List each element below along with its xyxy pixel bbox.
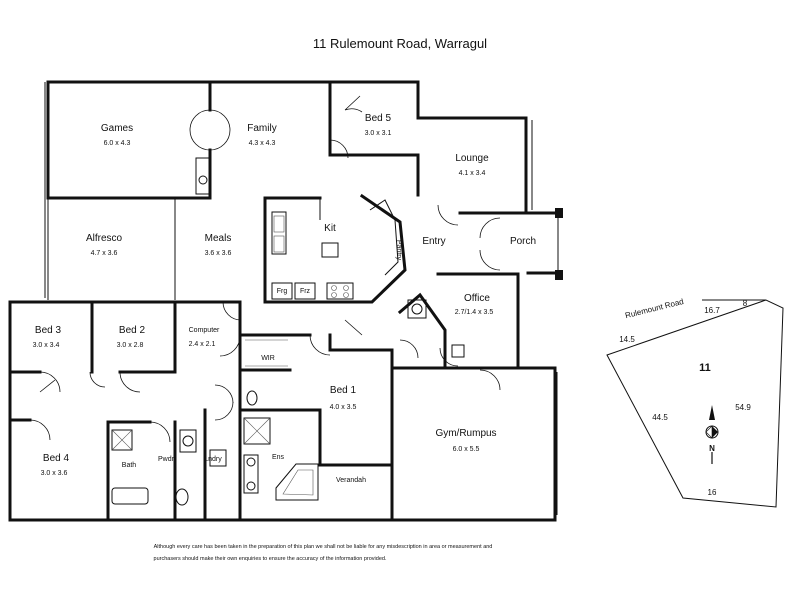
room-bed2-dim: 3.0 x 2.8	[117, 342, 144, 349]
site-plan: Rulemount Road 14.5 16.7 8 11 44.5 54.9 …	[606, 297, 784, 508]
room-meals-dim: 3.6 x 3.6	[205, 250, 232, 257]
site-boundary	[606, 299, 784, 508]
room-family-name: Family	[247, 123, 276, 134]
room-alfresco-dim: 4.7 x 3.6	[91, 250, 118, 257]
room-meals-name: Meals	[205, 233, 232, 244]
room-computer-name: Computer	[189, 327, 220, 334]
room-games-name: Games	[101, 123, 133, 134]
room-kit-name: Kit	[324, 223, 336, 234]
disclaimer-line-2: purchasers should make their own enquiri…	[154, 556, 387, 562]
room-ens-name: Ens	[272, 454, 285, 461]
room-gym-dim: 6.0 x 5.5	[453, 446, 480, 453]
room-games-dim: 6.0 x 4.3	[104, 140, 131, 147]
fridge-label: Frg	[277, 288, 288, 295]
room-pwdr-name: Pwdr	[158, 456, 175, 463]
room-office-dim: 2.7/1.4 x 3.5	[455, 309, 494, 316]
room-porch-name: Porch	[510, 236, 536, 247]
north-label: N	[709, 444, 715, 453]
site-top-right-length: 8	[743, 299, 748, 308]
site-right-length: 54.9	[735, 403, 751, 412]
room-bed3-name: Bed 3	[35, 325, 62, 336]
room-labels: Games 6.0 x 4.3 Family 4.3 x 4.3 Bed 5 3…	[33, 113, 536, 484]
door-swings	[29, 95, 501, 443]
site-left-length: 44.5	[652, 413, 668, 422]
room-office-name: Office	[464, 293, 490, 304]
room-bed5-name: Bed 5	[365, 113, 392, 124]
room-family-dim: 4.3 x 4.3	[249, 140, 276, 147]
room-bath-name: Bath	[122, 462, 137, 469]
room-wir-name: WIR	[261, 355, 275, 362]
room-gym-name: Gym/Rumpus	[435, 428, 496, 439]
north-arrow-icon	[705, 405, 719, 464]
room-lounge-name: Lounge	[455, 153, 489, 164]
room-bed4-dim: 3.0 x 3.6	[41, 470, 68, 477]
disclaimer-line-1: Although every care has been taken in th…	[154, 544, 493, 550]
site-bottom-length: 16	[708, 488, 717, 497]
thin-lines	[44, 82, 563, 515]
room-bed1-dim: 4.0 x 3.5	[330, 404, 357, 411]
room-entry-name: Entry	[422, 236, 445, 247]
site-lot-number: 11	[699, 362, 711, 374]
room-bed1-name: Bed 1	[330, 385, 357, 396]
room-pantry-name: Pantry	[395, 240, 402, 261]
room-alfresco-name: Alfresco	[86, 233, 123, 244]
room-bed3-dim: 3.0 x 3.4	[33, 342, 60, 349]
room-verandah-name: Verandah	[336, 477, 366, 484]
freezer-label: Frz	[300, 288, 311, 295]
site-top-left-length: 14.5	[619, 335, 635, 344]
walls	[8, 80, 562, 522]
room-bed4-name: Bed 4	[43, 453, 70, 464]
fixtures	[111, 157, 465, 506]
plan-title: 11 Rulemount Road, Warragul	[313, 36, 487, 51]
room-lndry-name: Lndry	[204, 456, 222, 463]
site-top-mid-length: 16.7	[704, 306, 720, 315]
room-bed2-name: Bed 2	[119, 325, 146, 336]
room-bed5-dim: 3.0 x 3.1	[365, 130, 392, 137]
room-lounge-dim: 4.1 x 3.4	[459, 170, 486, 177]
site-road-name: Rulemount Road	[624, 297, 684, 320]
room-computer-dim: 2.4 x 2.1	[189, 341, 216, 348]
